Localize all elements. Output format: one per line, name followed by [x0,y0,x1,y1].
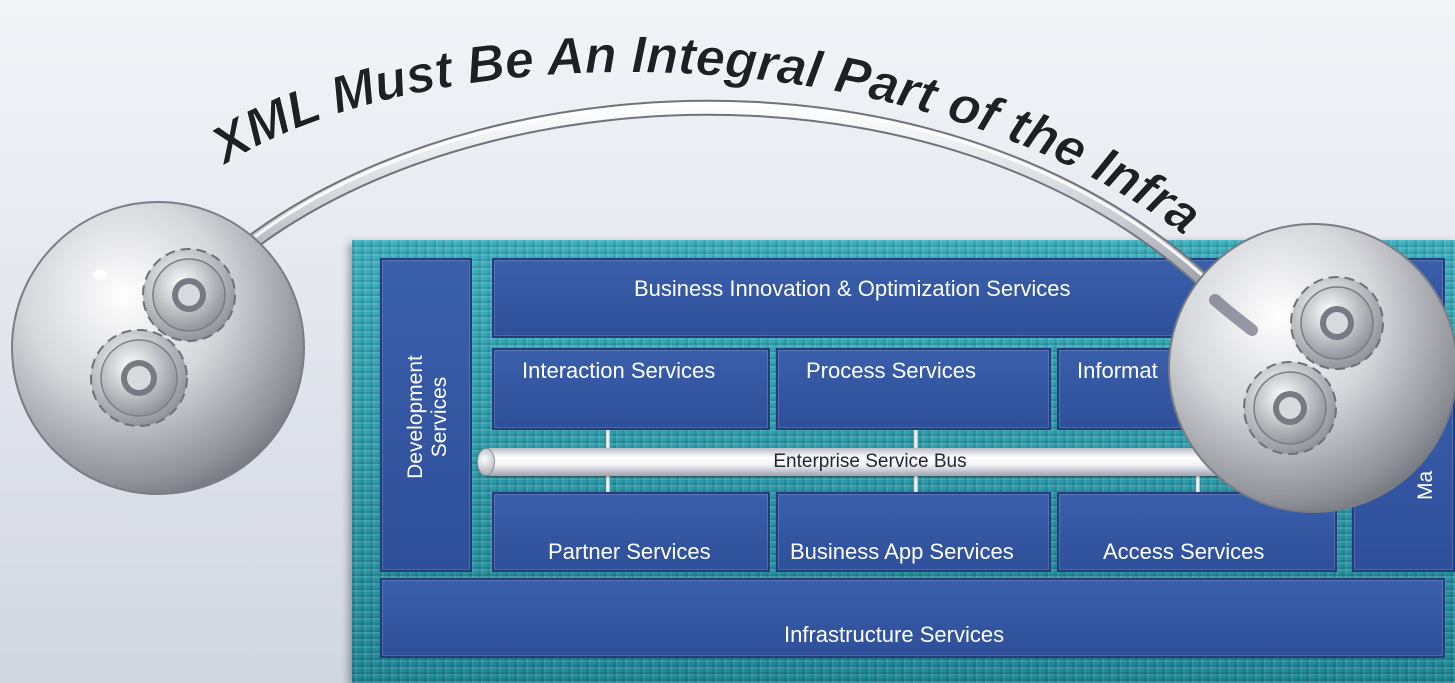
business-app-services-label: Business App Services [790,539,1014,564]
esb-end-cap [477,448,495,476]
process-services-label: Process Services [806,358,976,383]
access-services-label: Access Services [1103,539,1265,564]
gear-icon [90,329,188,427]
enterprise-service-bus [477,448,1237,476]
gear-icon [1290,276,1384,370]
interaction-services-label: Interaction Services [522,358,716,383]
infrastructure-services-box: Infrastructure Services [380,578,1445,658]
process-services-box: Process Services [776,348,1051,430]
information-services-label: Informat [1077,358,1158,383]
gear-icon [142,248,236,342]
interaction-services-box: Interaction Services [492,348,770,430]
partner-services-label: Partner Services [548,539,711,564]
business-innovation-label: Business Innovation & Optimization Servi… [634,276,1071,301]
right-gears-sphere-icon [1168,223,1455,513]
enterprise-service-bus-label: Enterprise Service Bus [773,451,967,472]
development-services-box: Development Services [380,258,472,572]
business-app-services-box: Business App Services [776,492,1051,572]
gear-icon [1243,361,1337,455]
left-gears-sphere-icon [11,201,305,495]
infrastructure-services-label: Infrastructure Services [784,622,1005,647]
partner-services-box: Partner Services [492,492,770,572]
